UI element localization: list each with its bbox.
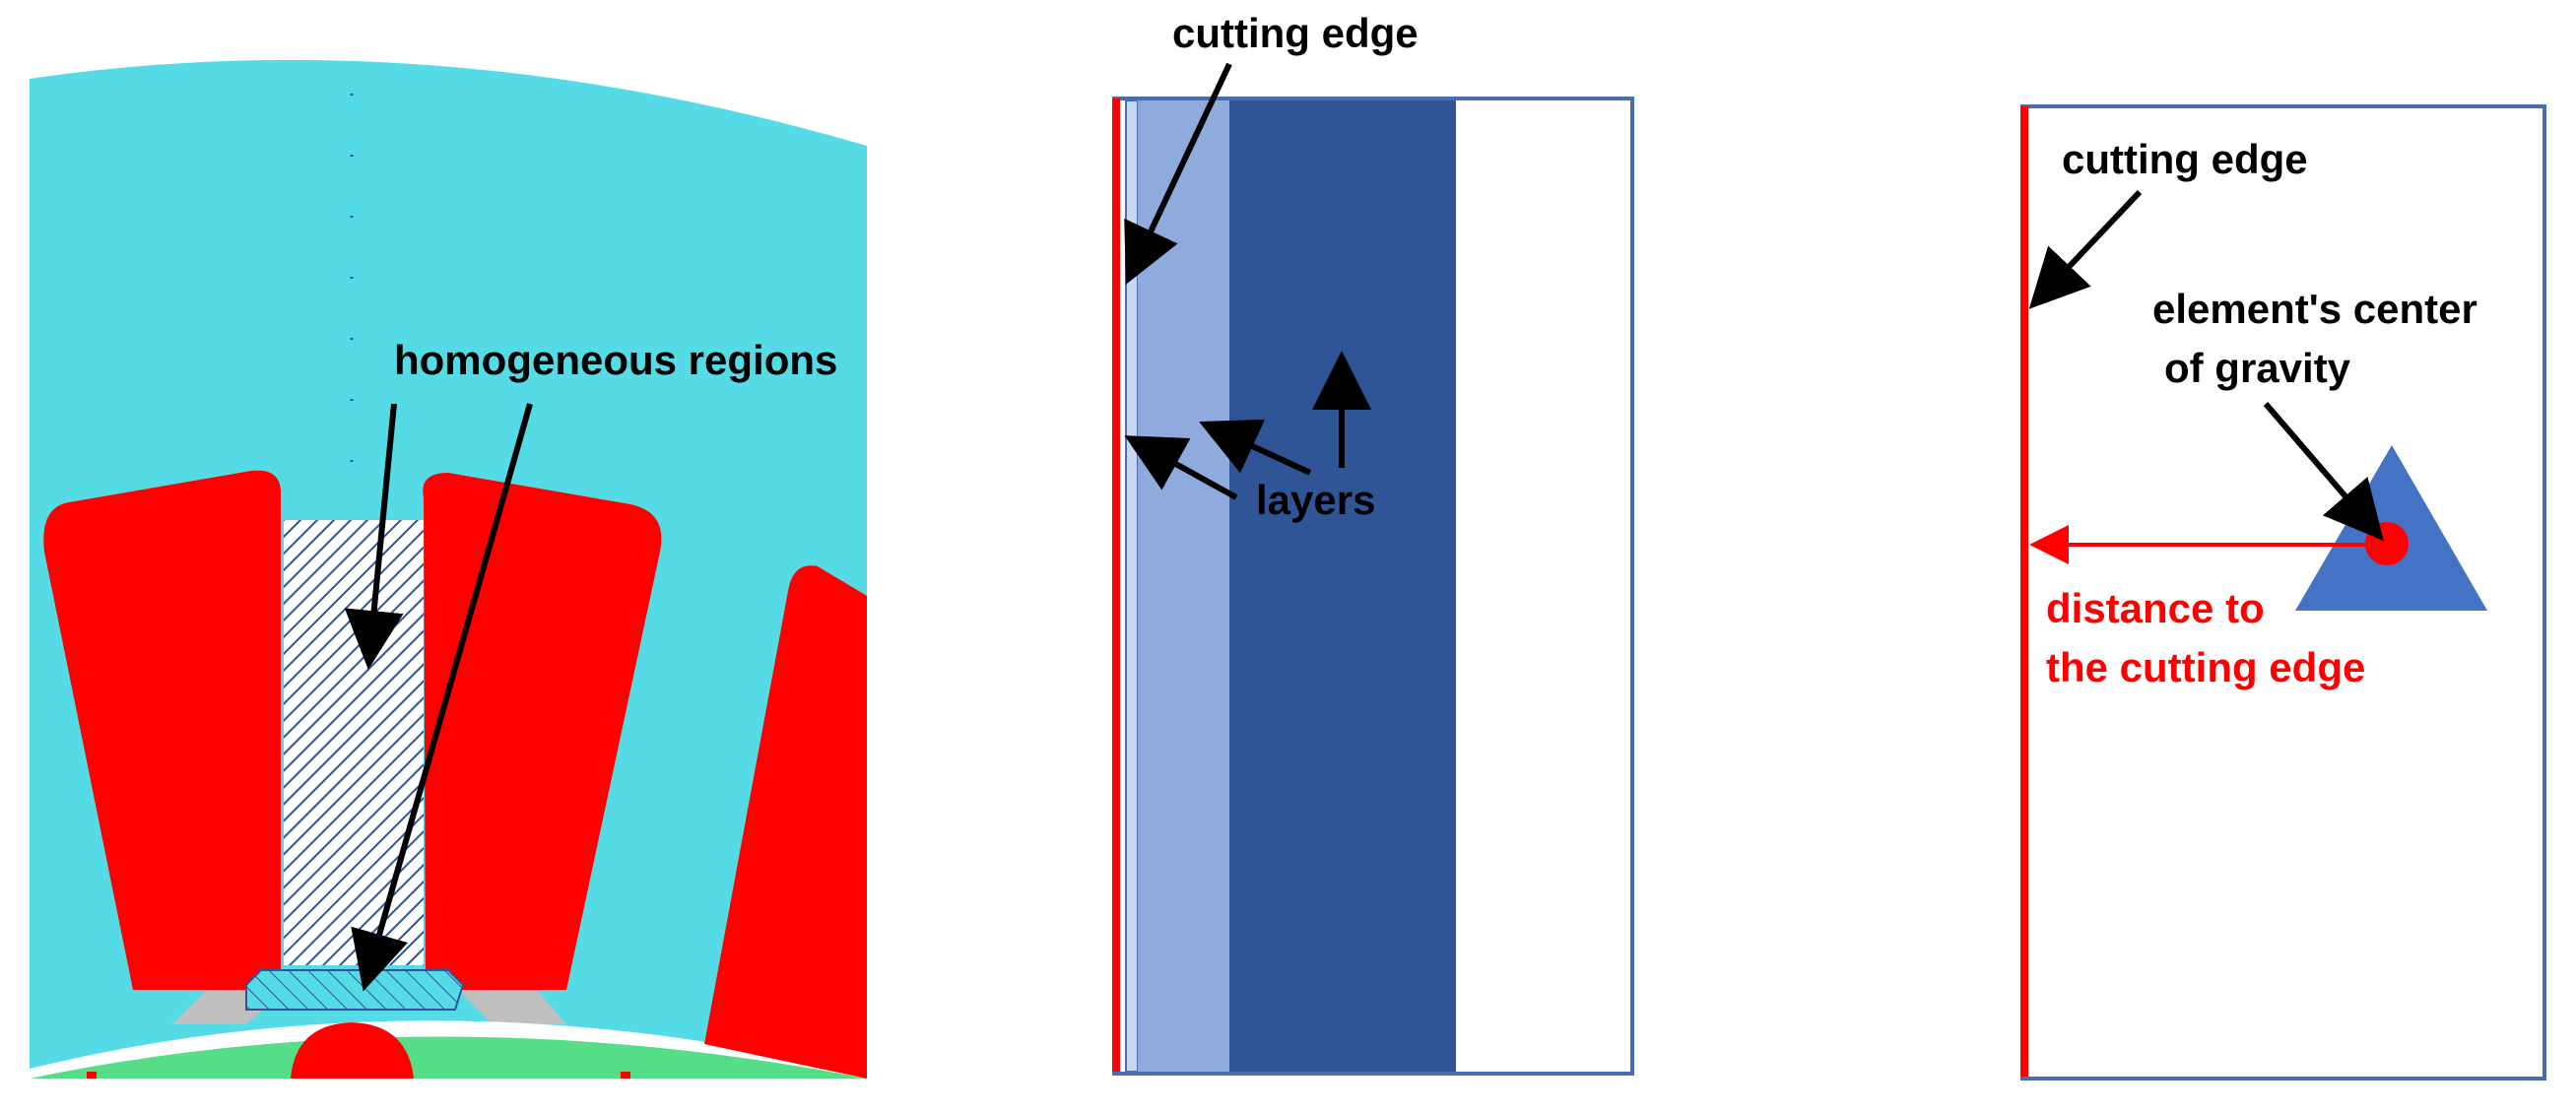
layers-label: layers <box>1256 477 1375 523</box>
winding-right <box>704 565 867 1079</box>
panel-distance: cutting edge element's center of gravity… <box>2020 104 2546 1080</box>
homogeneous-region-slot <box>284 520 424 965</box>
tooth-tip-right <box>458 990 566 1024</box>
distance-label-line2: the cutting edge <box>2046 644 2365 690</box>
rotor-magnet-small-right <box>621 1072 630 1079</box>
rotor-magnet-small-left <box>87 1072 97 1079</box>
cutting-edge-label-right: cutting edge <box>2062 136 2308 182</box>
layer-3 <box>1229 100 1456 1072</box>
arrow-layer-1 <box>1124 435 1238 500</box>
cutting-edge-label: cutting edge <box>1172 10 1419 56</box>
distance-label-line1: distance to <box>2046 585 2265 631</box>
winding-middle <box>423 473 662 990</box>
arrow-to-wedge <box>351 403 533 992</box>
center-of-gravity-label-line1: element's center <box>2152 286 2477 332</box>
arrow-to-slot <box>344 403 404 670</box>
arrow-layer-2 <box>1199 419 1312 476</box>
arrow-to-cutting-edge <box>1124 62 1232 285</box>
panel-layers: cutting edge layers <box>1112 10 1634 1076</box>
winding-left <box>43 470 282 990</box>
layer-2 <box>1138 100 1229 1072</box>
layer-1 <box>1125 99 1139 1073</box>
rotor-magnet <box>291 1022 414 1079</box>
arrow-to-cutting-edge-right <box>2028 189 2143 309</box>
arrow-to-center <box>2263 402 2384 542</box>
homogeneous-region-wedge <box>245 969 465 1011</box>
center-of-gravity-label-line2: of gravity <box>2164 345 2351 391</box>
rotor <box>30 1036 867 1079</box>
homogeneous-regions-label: homogeneous regions <box>394 337 837 383</box>
panel-motor-section: homogeneous regions <box>30 59 867 1079</box>
